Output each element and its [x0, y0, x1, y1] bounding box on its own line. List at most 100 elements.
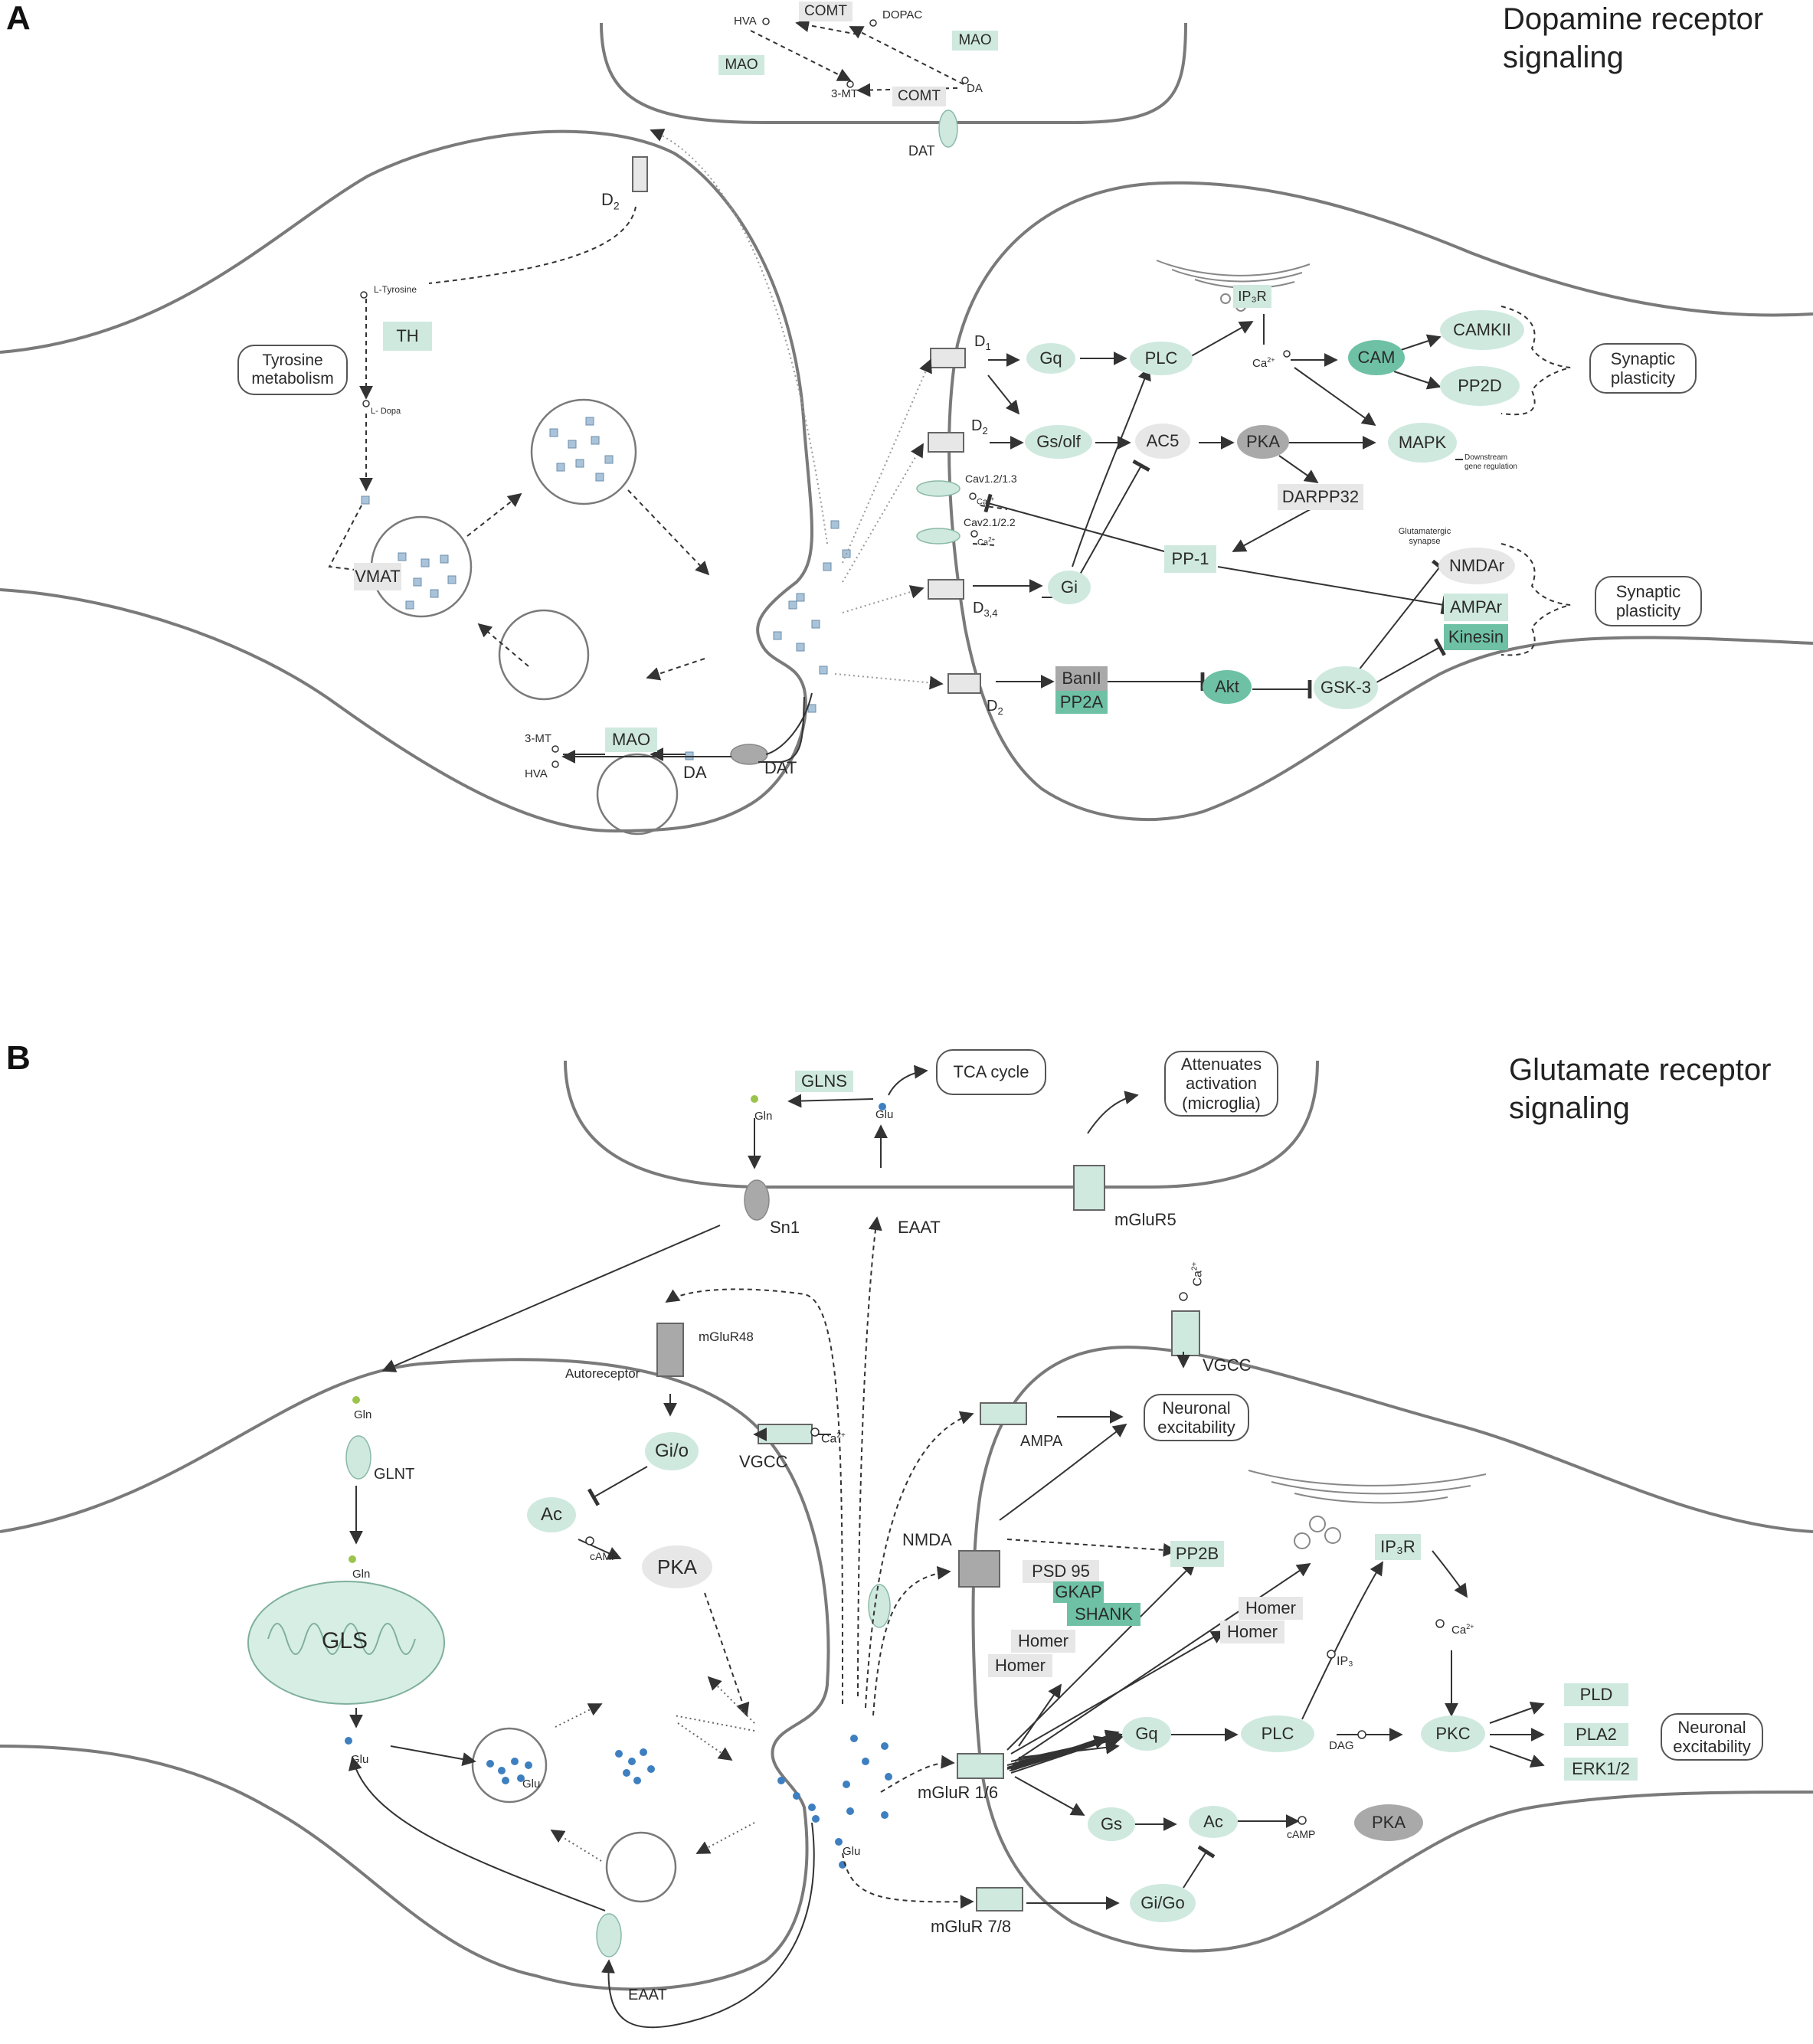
- gi-node: Gi: [1048, 571, 1091, 604]
- darpp32-box: DARPP32: [1278, 484, 1363, 510]
- 3mt-top-label: 3-MT: [831, 87, 858, 100]
- eaat-top-label: EAAT: [898, 1218, 941, 1237]
- banii-box: BanII: [1055, 666, 1108, 691]
- hva-top-label: HVA: [734, 15, 757, 28]
- neuronal-excitability-box-2: Neuronal excitability: [1661, 1713, 1763, 1761]
- mao-box-top-right: MAO: [952, 31, 998, 51]
- pld-box: PLD: [1564, 1683, 1628, 1706]
- d2-post-label: D2: [971, 417, 988, 437]
- kinesin-box: Kinesin: [1444, 624, 1508, 650]
- erk12-box: ERK1/2: [1564, 1758, 1638, 1781]
- glutamatergic-synapse-label: Glutamatergic synapse: [1398, 527, 1451, 547]
- gray-receptors: [656, 1323, 1000, 1588]
- gs-node: Gs: [1088, 1807, 1135, 1841]
- synaptic-plasticity-box-2: Synaptic plasticity: [1595, 576, 1702, 626]
- nmdar-node: NMDAr: [1438, 548, 1515, 584]
- arrows-panel-b: [348, 1065, 1545, 2029]
- glu-vesicle-label: Glu: [522, 1777, 541, 1791]
- camp-pre-label: cAMP: [590, 1550, 619, 1562]
- mitochondrion: [247, 1581, 445, 1705]
- pkc-node: PKC: [1421, 1715, 1485, 1752]
- shank-box: SHANK: [1067, 1603, 1140, 1626]
- receptors-panel-b: [758, 1165, 1200, 1912]
- mao-box-bottom: MAO: [605, 728, 657, 752]
- cav21-label: Cav2.1/2.2: [964, 516, 1016, 528]
- nmda-label: NMDA: [902, 1530, 952, 1549]
- ca-cav21-label: Ca2+: [977, 536, 996, 548]
- gkap-box: GKAP: [1053, 1581, 1104, 1603]
- l-tyrosine-label: L-Tyrosine: [374, 284, 417, 295]
- dopamine-vesicle-particles: [361, 417, 851, 760]
- glu-synapse-label: Glu: [843, 1845, 861, 1858]
- comt-box-bottom: COMT: [892, 87, 946, 106]
- pka-post-node: PKA: [1354, 1804, 1423, 1841]
- mglur5-label: mGluR5: [1114, 1210, 1176, 1229]
- homer-box-2: Homer: [988, 1654, 1052, 1677]
- th-box: TH: [383, 322, 432, 351]
- vgcc-pre-label: VGCC: [739, 1452, 788, 1471]
- ac-post-node: Ac: [1189, 1806, 1238, 1838]
- eaat-bottom-label: EAAT: [628, 1987, 667, 2003]
- membranes-panel-b: [0, 1060, 1813, 1991]
- d1-label: D1: [974, 333, 991, 352]
- glu-top-label: Glu: [875, 1108, 894, 1121]
- gq-node-b: Gq: [1122, 1717, 1171, 1751]
- pp2b-box: PP2B: [1170, 1541, 1224, 1567]
- downstream-label: Downstream gene regulation: [1464, 453, 1517, 471]
- pp2a-box: PP2A: [1055, 691, 1108, 714]
- pka-pre-node: PKA: [642, 1545, 712, 1588]
- gigo-node: Gi/Go: [1130, 1884, 1196, 1922]
- cav12-label: Cav1.2/1.3: [965, 473, 1017, 485]
- pp1-box: PP-1: [1164, 545, 1216, 573]
- ac-pre-node: Ac: [527, 1497, 576, 1532]
- homer-box-1: Homer: [1011, 1630, 1075, 1653]
- small-circles: [360, 18, 1445, 1825]
- glnt-label: GLNT: [374, 1466, 415, 1483]
- dat-top-label: DAT: [908, 143, 935, 159]
- ac5-node: AC5: [1135, 424, 1190, 459]
- psd95-box: PSD 95: [1023, 1560, 1099, 1583]
- ip3r-box-a: IP₃R: [1233, 285, 1271, 308]
- glu-left-label: Glu: [351, 1753, 369, 1766]
- da-top-label: DA: [967, 82, 983, 95]
- plc-node-a: PLC: [1130, 342, 1193, 375]
- sn1-label: Sn1: [770, 1218, 800, 1237]
- d34-label: D3,4: [973, 600, 998, 619]
- plc-node-b: PLC: [1241, 1715, 1314, 1752]
- camp-post-label: cAMP: [1287, 1828, 1316, 1840]
- mglur48-label: mGluR48: [699, 1329, 754, 1344]
- ip3-label: IP₃: [1337, 1655, 1353, 1668]
- ca-post-b-label: Ca2+: [1451, 1623, 1474, 1637]
- gls-label: GLS: [322, 1628, 368, 1653]
- dag-label: DAG: [1329, 1739, 1354, 1752]
- synaptic-plasticity-box-1: Synaptic plasticity: [1589, 343, 1697, 394]
- pla2-box: PLA2: [1564, 1723, 1628, 1746]
- glutamate-particles: [345, 1095, 892, 1869]
- neuronal-excitability-box-1: Neuronal excitability: [1144, 1394, 1249, 1441]
- ca-cav12-label: Ca2+: [977, 495, 995, 507]
- autoreceptor-label: Autoreceptor: [565, 1366, 640, 1381]
- mglur16-label: mGluR 1/6: [918, 1783, 999, 1802]
- dopac-label: DOPAC: [882, 8, 923, 21]
- pka-node-a: PKA: [1237, 425, 1289, 459]
- ampa-label: AMPA: [1020, 1433, 1063, 1450]
- attenuates-box: Attenuates activation (microglia): [1164, 1051, 1278, 1117]
- vmat-box: VMAT: [354, 563, 401, 590]
- gsk3-node: GSK-3: [1314, 666, 1378, 709]
- glns-box: GLNS: [795, 1071, 853, 1092]
- pp2d-node: PP2D: [1440, 366, 1520, 406]
- da-bottom-label: DA: [683, 763, 707, 782]
- panel-a-label: A: [6, 0, 31, 37]
- homer-box-3: Homer: [1239, 1597, 1303, 1620]
- gio-node: Gi/o: [645, 1432, 699, 1470]
- ca-post-a-label: Ca2+: [1252, 356, 1275, 370]
- gray-transporters: [730, 744, 770, 1221]
- cam-node: CAM: [1348, 340, 1405, 375]
- mglur78-label: mGluR 7/8: [931, 1917, 1012, 1936]
- d2-presynaptic-label: D2: [601, 190, 620, 212]
- membranes-panel-a: [0, 22, 1813, 833]
- ca-pre-label: Ca2+: [821, 1431, 846, 1446]
- panel-b-label: B: [6, 1039, 31, 1077]
- gsolf-node: Gs/olf: [1025, 425, 1092, 459]
